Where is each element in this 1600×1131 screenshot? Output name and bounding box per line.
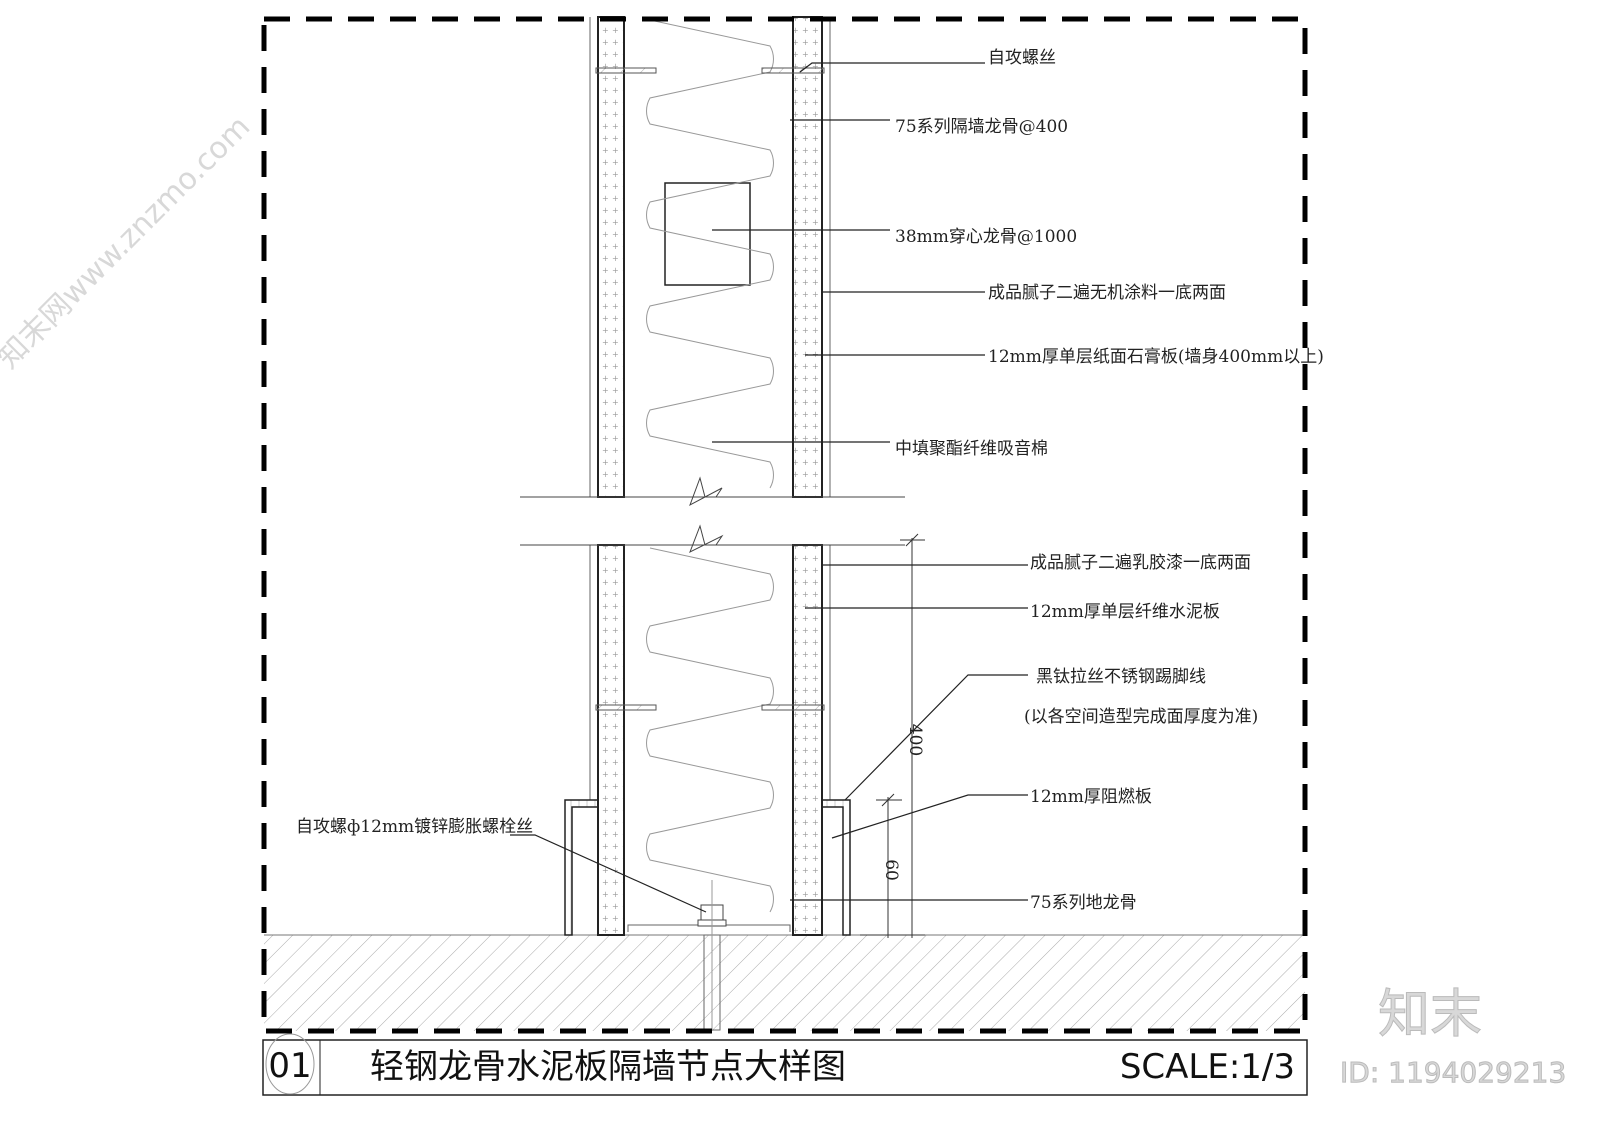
concrete-floor <box>264 935 1305 1031</box>
dimension-60: 60 <box>881 859 901 881</box>
insulation <box>646 19 774 913</box>
label-floor-track: 75系列地龙骨 <box>1030 893 1137 913</box>
label-cement-board: 12mm厚单层纤维水泥板 <box>1030 602 1220 622</box>
wall-upper <box>589 16 831 498</box>
skirting-left <box>564 799 598 936</box>
dimension-400: 400 <box>905 724 925 756</box>
label-anchor: 自攻螺ф12mm镀锌膨胀螺栓丝 <box>296 817 533 837</box>
drawing-frame <box>261 16 1308 1034</box>
skirting-right <box>822 799 851 936</box>
label-stud: 75系列隔墙龙骨@400 <box>895 117 1068 137</box>
break-line <box>520 476 905 554</box>
watermark-site: 知末网www.znzmo.com <box>0 109 257 375</box>
drawing-scale: SCALE:1/3 <box>1120 1047 1295 1087</box>
label-through-stud: 38mm穿心龙骨@1000 <box>895 227 1077 247</box>
label-gypsum: 12mm厚单层纸面石膏板(墙身400mm以上) <box>988 346 1324 367</box>
label-paint-lower: 成品腻子二遍乳胶漆一底两面 <box>1030 553 1251 573</box>
insulation-zigzag <box>646 547 774 913</box>
label-paint-upper: 成品腻子二遍无机涂料一底两面 <box>988 283 1226 303</box>
label-screw: 自攻螺丝 <box>988 48 1056 68</box>
drawing-number: 01 <box>268 1046 311 1086</box>
drawing-title: 轻钢龙骨水泥板隔墙节点大样图 <box>370 1047 846 1087</box>
watermark-logo: 知末 <box>1378 985 1482 1045</box>
anchor-bolt-icon <box>697 880 727 1031</box>
title-block: 01 轻钢龙骨水泥板隔墙节点大样图 SCALE:1/3 <box>262 1033 1308 1096</box>
dimension-lines <box>860 533 925 938</box>
wall-lower <box>564 544 851 1031</box>
label-skirting-note: (以各空间造型完成面厚度为准) <box>1024 707 1258 727</box>
watermark-id: ID: 1194029213 <box>1340 1056 1566 1089</box>
label-fire-board: 12mm厚阻燃板 <box>1030 787 1152 807</box>
leader-lines <box>510 62 1028 913</box>
screw-icon <box>595 67 825 711</box>
label-insulation: 中填聚酯纤维吸音棉 <box>895 439 1048 459</box>
label-skirting: 黑钛拉丝不锈钢踢脚线 <box>1036 667 1206 687</box>
insulation-zigzag <box>646 19 774 489</box>
